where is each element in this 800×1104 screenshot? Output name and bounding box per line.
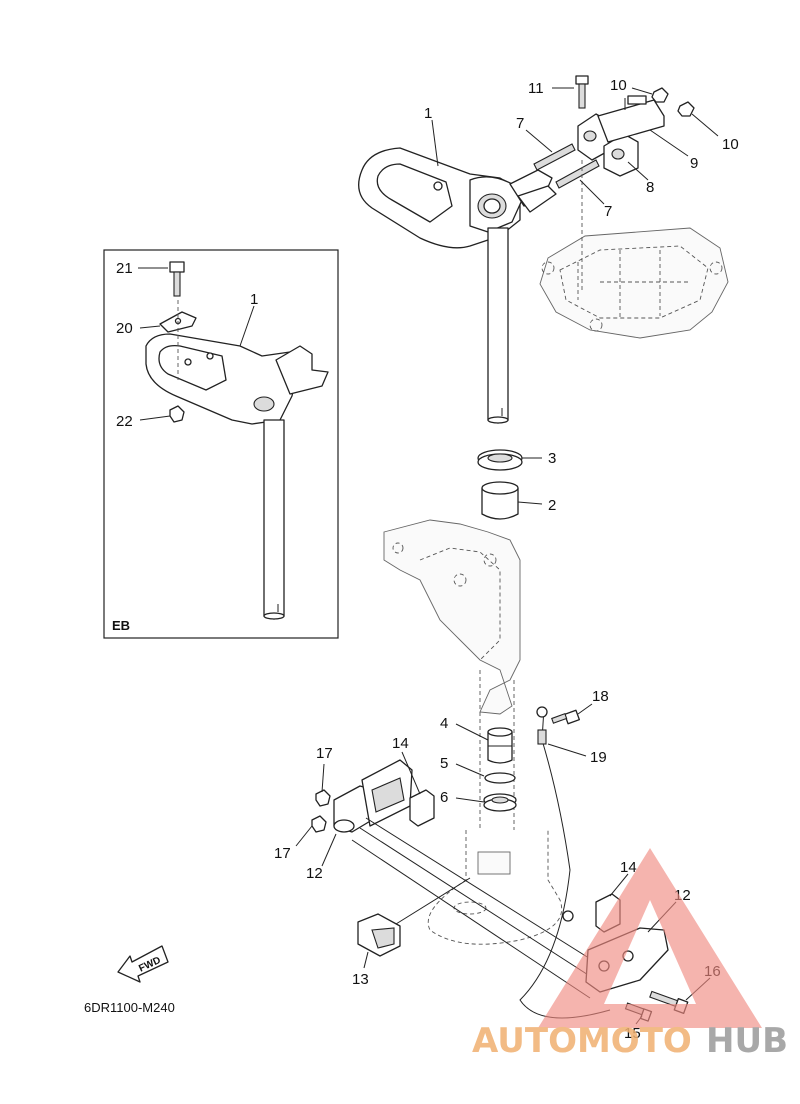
steering-bracket-main (358, 147, 557, 249)
steering-shaft-inset (263, 419, 285, 620)
watermark-logo: AUTOMOTO HUB (472, 848, 788, 1061)
callout-9: 9 (690, 155, 698, 172)
callout-10-a: 10 (610, 77, 627, 94)
lower-casing-outline (427, 830, 562, 945)
nut-part-22 (169, 405, 185, 423)
callout-17-a: 17 (316, 745, 333, 762)
callout-21: 21 (116, 260, 133, 277)
callout-10-b: 10 (722, 136, 739, 153)
bolt-part-18 (551, 709, 580, 725)
callout-13: 13 (352, 971, 369, 988)
callout-4: 4 (440, 715, 448, 732)
swivel-bracket-outline (383, 519, 521, 830)
inset-frame (103, 249, 339, 639)
callout-18: 18 (592, 688, 609, 705)
bush-part-4 (487, 727, 513, 764)
stud-bolts (533, 143, 600, 189)
watermark-text-secondary: HUB (706, 1021, 788, 1061)
wire-terminal (562, 910, 574, 922)
nuts-part-17 (311, 789, 331, 833)
callout-20: 20 (116, 320, 133, 337)
callout-1-main: 1 (424, 105, 432, 122)
callout-8: 8 (646, 179, 654, 196)
watermark-triangle-icon (538, 848, 762, 1028)
steering-shaft-main (487, 227, 509, 424)
callout-15: 15 (624, 1025, 641, 1042)
inset-label: EB (112, 618, 130, 633)
nuts-part-10 (651, 87, 695, 117)
callout-6: 6 (440, 789, 448, 806)
callout-7-bottom: 7 (604, 203, 612, 220)
bolt-part-21 (169, 261, 185, 297)
callout-7-top: 7 (516, 115, 524, 132)
callout-22: 22 (116, 413, 133, 430)
callout-labels: 1 7 7 11 10 10 9 8 21 20 1 22 3 2 18 19 … (116, 77, 739, 1042)
callout-14-a: 14 (392, 735, 409, 752)
callout-11: 11 (528, 80, 544, 97)
watermark-text-primary: AUTOMOTO (472, 1021, 692, 1061)
callout-17-b: 17 (274, 845, 291, 862)
diagram-code: 6DR1100-M240 (84, 1000, 175, 1015)
mount-plate (597, 95, 665, 143)
forward-arrow-icon: FWD (117, 945, 169, 983)
callout-5: 5 (440, 755, 448, 772)
callout-2: 2 (548, 497, 556, 514)
damper-part-13 (357, 913, 401, 957)
callout-19: 19 (590, 749, 607, 766)
oil-seal-part-6 (483, 793, 517, 812)
lower-mount-bracket (333, 759, 413, 833)
callout-1-inset: 1 (250, 291, 258, 308)
leader-lines (138, 87, 719, 1025)
steering-bracket-inset (145, 333, 329, 425)
callout-12-a: 12 (306, 865, 323, 882)
damper-part-14-left (409, 789, 435, 827)
long-bolts (351, 817, 601, 999)
bush-part-2 (481, 481, 519, 520)
callout-3: 3 (548, 450, 556, 467)
callout-14-b: 14 (620, 859, 637, 876)
bolt-part-11 (575, 75, 589, 109)
engine-block-outline (539, 227, 729, 339)
o-ring-part-5 (484, 772, 516, 784)
bush-part-3 (477, 449, 523, 471)
